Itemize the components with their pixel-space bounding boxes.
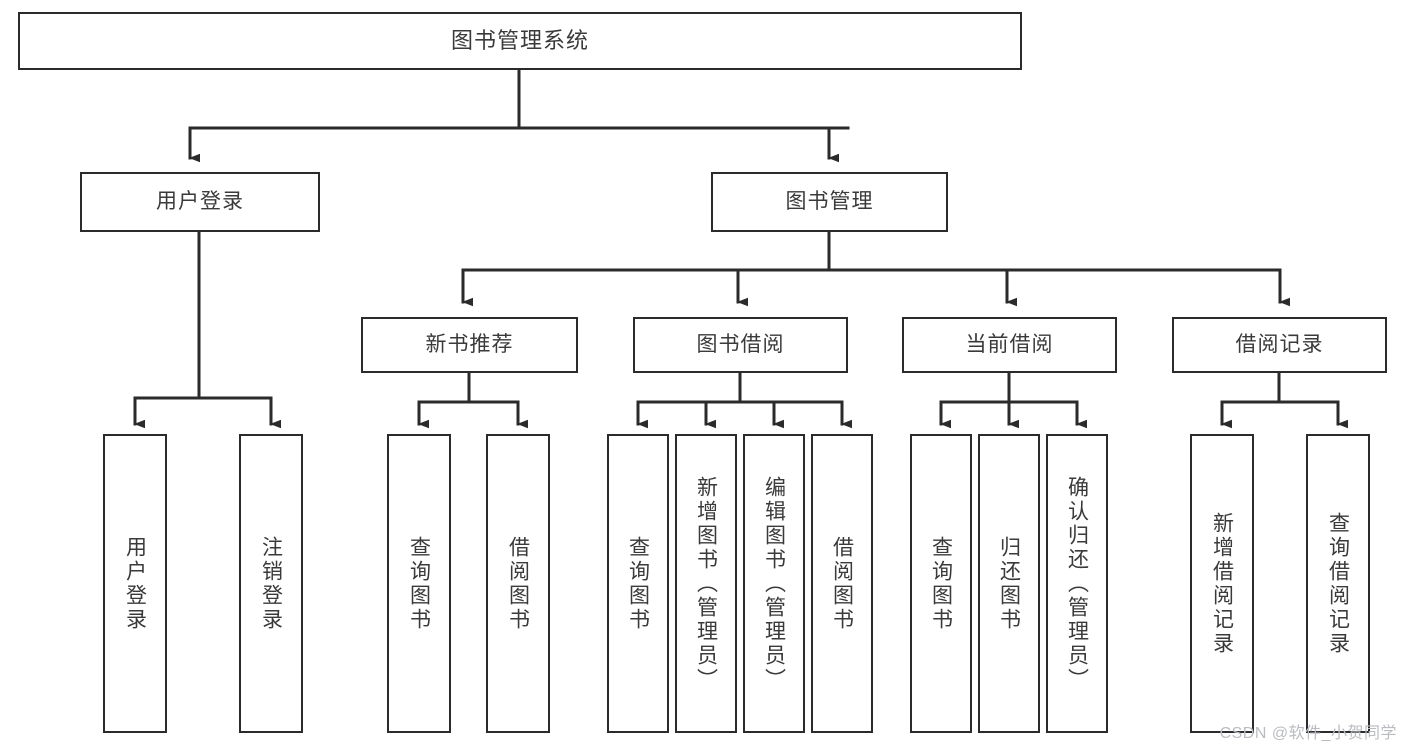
leaf-borrow-book-1[interactable]: 借阅图书: [486, 434, 550, 733]
node-label: 查询图书: [929, 535, 953, 632]
leaf-borrow-book-2[interactable]: 借阅图书: [811, 434, 873, 733]
node-user-login[interactable]: 用户登录: [80, 172, 320, 232]
leaf-user-logout[interactable]: 注销登录: [239, 434, 303, 733]
leaf-edit-book[interactable]: 编辑图书（管理员）: [743, 434, 805, 733]
node-label: 当前借阅: [965, 332, 1054, 356]
node-label: 用户登录: [156, 189, 244, 213]
node-label: 图书管理: [785, 189, 874, 213]
node-label: 新增图书（管理员）: [694, 475, 718, 692]
leaf-return-book[interactable]: 归还图书: [978, 434, 1040, 733]
node-root-system[interactable]: 图书管理系统: [18, 12, 1022, 70]
node-label: 图书管理系统: [450, 28, 589, 54]
node-label: 确认归还（管理员）: [1065, 475, 1089, 692]
leaf-user-login[interactable]: 用户登录: [103, 434, 167, 733]
node-label: 借阅图书: [506, 535, 530, 632]
leaf-confirm-return[interactable]: 确认归还（管理员）: [1046, 434, 1108, 733]
node-label: 新书推荐: [425, 332, 514, 356]
node-label: 借阅图书: [830, 535, 854, 632]
node-label: 查询图书: [626, 535, 650, 632]
leaf-add-record[interactable]: 新增借阅记录: [1190, 434, 1254, 733]
node-current-borrow[interactable]: 当前借阅: [902, 317, 1117, 373]
node-label: 用户登录: [123, 535, 147, 632]
node-book-manage[interactable]: 图书管理: [711, 172, 948, 232]
node-label: 归还图书: [997, 535, 1021, 632]
node-label: 借阅记录: [1235, 332, 1324, 356]
leaf-add-book[interactable]: 新增图书（管理员）: [675, 434, 737, 733]
node-label: 编辑图书（管理员）: [762, 475, 786, 692]
node-book-borrow[interactable]: 图书借阅: [633, 317, 848, 373]
leaf-query-record[interactable]: 查询借阅记录: [1306, 434, 1370, 733]
node-label: 查询借阅记录: [1326, 511, 1350, 656]
node-label: 注销登录: [259, 535, 283, 632]
node-label: 新增借阅记录: [1210, 511, 1234, 656]
node-new-book-recommend[interactable]: 新书推荐: [361, 317, 578, 373]
leaf-query-book-3[interactable]: 查询图书: [910, 434, 972, 733]
leaf-query-book-2[interactable]: 查询图书: [607, 434, 669, 733]
csdn-watermark: CSDN @软件_小贺同学: [1219, 725, 1397, 742]
node-label: 图书借阅: [696, 332, 785, 356]
leaf-query-book-1[interactable]: 查询图书: [387, 434, 451, 733]
node-borrow-record[interactable]: 借阅记录: [1172, 317, 1387, 373]
node-label: 查询图书: [407, 535, 431, 632]
